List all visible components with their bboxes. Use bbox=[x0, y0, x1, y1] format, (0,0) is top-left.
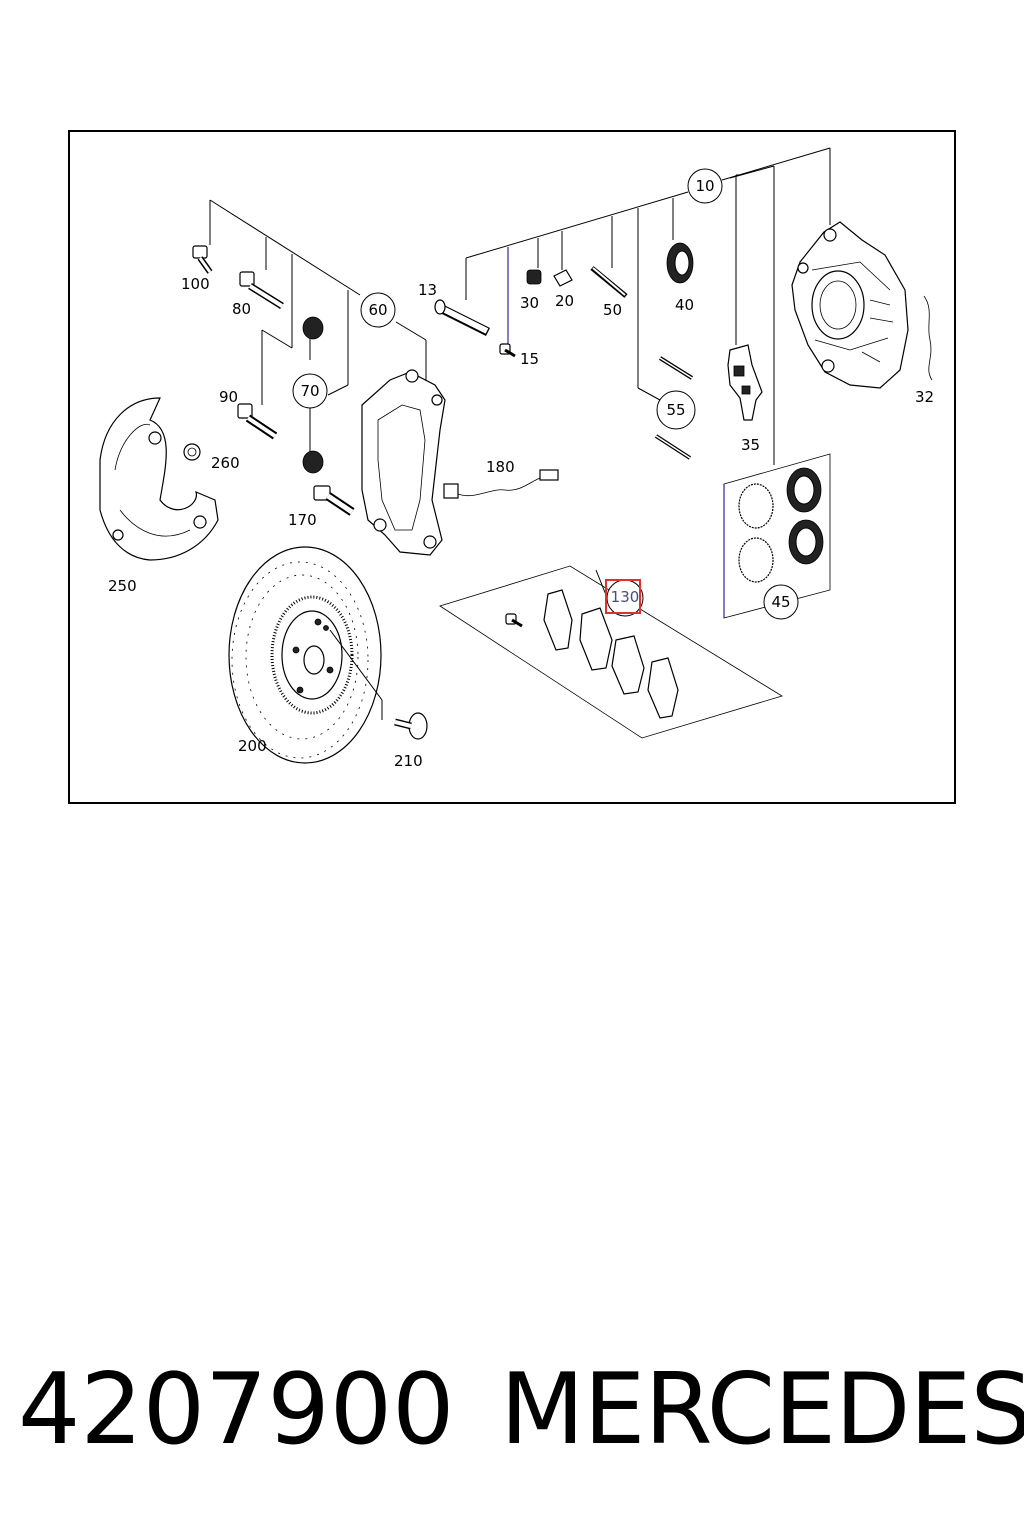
callout-210[interactable]: 210 bbox=[394, 752, 423, 770]
callout-200[interactable]: 200 bbox=[238, 737, 267, 755]
parts-diagram-frame bbox=[68, 130, 956, 804]
callout-250[interactable]: 250 bbox=[108, 577, 137, 595]
callout-45[interactable]: 45 bbox=[763, 584, 799, 620]
callout-30[interactable]: 30 bbox=[520, 294, 539, 312]
callout-130[interactable]: 130 bbox=[605, 579, 644, 617]
callout-70[interactable]: 70 bbox=[292, 373, 328, 409]
callout-70-label: 70 bbox=[300, 382, 319, 400]
callout-180[interactable]: 180 bbox=[486, 458, 515, 476]
seal-ring bbox=[666, 242, 694, 284]
callout-170[interactable]: 170 bbox=[288, 511, 317, 529]
screw-210 bbox=[394, 712, 428, 740]
callout-80[interactable]: 80 bbox=[232, 300, 251, 318]
bleeder-cap bbox=[526, 269, 542, 285]
bleeder-screw bbox=[553, 269, 573, 287]
callout-15[interactable]: 15 bbox=[520, 350, 539, 368]
dust-shield bbox=[99, 397, 219, 561]
brand-name: MERCEDES bbox=[500, 1353, 1024, 1467]
callout-20[interactable]: 20 bbox=[555, 292, 574, 310]
callout-55-label: 55 bbox=[666, 401, 685, 419]
caliper-bracket bbox=[361, 369, 446, 556]
spring-clip bbox=[923, 295, 933, 381]
callout-50[interactable]: 50 bbox=[603, 301, 622, 319]
bolt-260 bbox=[183, 443, 201, 461]
callout-32[interactable]: 32 bbox=[915, 388, 934, 406]
bolt-90 bbox=[237, 403, 278, 440]
brake-disc bbox=[228, 546, 382, 764]
seal-kit bbox=[723, 453, 831, 619]
callout-100[interactable]: 100 bbox=[181, 275, 210, 293]
retaining-pins bbox=[654, 356, 694, 460]
callout-10[interactable]: 10 bbox=[687, 168, 723, 204]
bolt-170 bbox=[313, 485, 355, 516]
small-bolt-15 bbox=[499, 343, 516, 358]
callout-90[interactable]: 90 bbox=[219, 388, 238, 406]
leader-lines-10 bbox=[465, 147, 831, 465]
callout-60-label: 60 bbox=[368, 301, 387, 319]
callout-45-label: 45 bbox=[771, 593, 790, 611]
spring-plate bbox=[727, 344, 763, 421]
callout-55[interactable]: 55 bbox=[656, 390, 696, 430]
callout-10-label: 10 bbox=[695, 177, 714, 195]
leader-lines-60 bbox=[209, 199, 427, 455]
bushings bbox=[302, 316, 324, 474]
parts-diagram: 10 60 70 55 45 130 100 80 13 15 30 20 50… bbox=[99, 147, 934, 770]
wear-sensor bbox=[443, 469, 559, 499]
callout-260[interactable]: 260 bbox=[211, 454, 240, 472]
bolt-100 bbox=[192, 245, 213, 274]
callout-40[interactable]: 40 bbox=[675, 296, 694, 314]
caliper-housing bbox=[791, 221, 909, 389]
callout-60[interactable]: 60 bbox=[360, 292, 396, 328]
brake-pad-kit bbox=[439, 565, 783, 739]
callout-35[interactable]: 35 bbox=[741, 436, 760, 454]
guide-bolt bbox=[434, 299, 491, 337]
caliper-pin bbox=[590, 266, 628, 298]
bolt-80 bbox=[239, 271, 284, 309]
part-number: 4207900 bbox=[18, 1353, 455, 1467]
callout-13[interactable]: 13 bbox=[418, 281, 437, 299]
callout-130-label: 130 bbox=[611, 588, 640, 606]
